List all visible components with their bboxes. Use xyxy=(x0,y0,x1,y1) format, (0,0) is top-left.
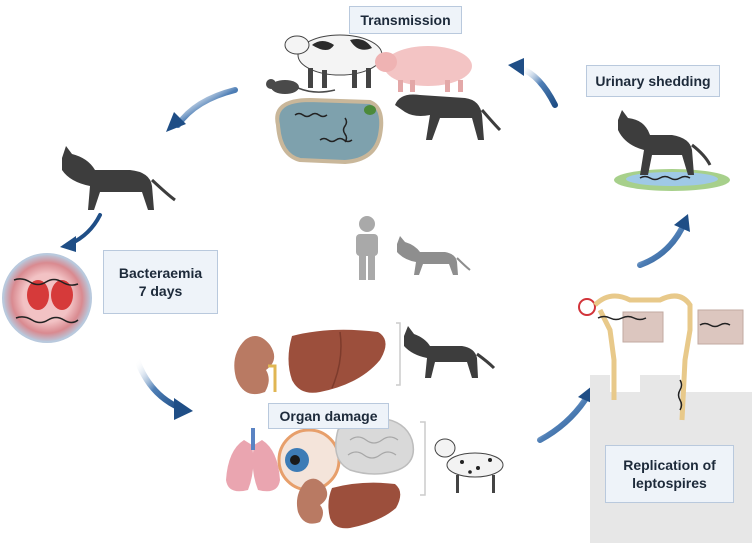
cat-icon-organ xyxy=(404,326,496,378)
liver-icon-bottom xyxy=(328,482,401,529)
arrow-organ-to-replication xyxy=(537,386,594,443)
bacteraemia-label-line2: 7 days xyxy=(138,283,183,299)
dog-icon xyxy=(434,438,504,493)
replication-label-line2: leptospires xyxy=(632,475,707,491)
cat-icon-center xyxy=(397,236,471,275)
transmission-label-text: Transmission xyxy=(360,12,451,28)
kidney-icon xyxy=(234,336,277,395)
bacteraemia-label-line1: Bacteraemia xyxy=(118,265,203,281)
puddle-icon xyxy=(614,169,730,191)
cat-icon-transmission xyxy=(395,94,502,140)
urinary-shedding-label-text: Urinary shedding xyxy=(595,73,711,89)
arrow-bacteraemia-to-organ xyxy=(134,357,193,420)
lungs-icon xyxy=(226,428,280,492)
pig-icon xyxy=(375,46,472,92)
replication-label-line1: Replication of xyxy=(623,457,716,473)
bracket-top xyxy=(396,322,401,386)
nephron-icon xyxy=(578,293,744,421)
kidney-icon-bottom xyxy=(296,478,328,524)
cat-icon-shedding xyxy=(618,110,712,175)
liver-icon xyxy=(288,329,386,393)
replication-label: Replication of leptospires xyxy=(605,445,734,503)
bracket-bottom xyxy=(420,421,426,496)
urinary-shedding-label: Urinary shedding xyxy=(586,65,720,97)
rat-icon xyxy=(266,79,336,94)
arrow-shedding-to-transmission xyxy=(508,58,558,108)
cow-icon xyxy=(284,34,383,88)
human-icon xyxy=(356,216,378,280)
brain-icon xyxy=(335,416,415,475)
transmission-label: Transmission xyxy=(349,6,462,34)
eye-icon xyxy=(277,428,341,492)
bacteraemia-label: Bacteraemia 7 days xyxy=(103,250,218,314)
blood-vessel-icon xyxy=(2,253,92,343)
frog-icon xyxy=(364,105,376,115)
pond-icon xyxy=(275,97,384,165)
organ-damage-label-text: Organ damage xyxy=(279,408,378,424)
cat-icon-left xyxy=(62,146,176,210)
arrow-cat-to-bacteraemia xyxy=(60,213,102,252)
organ-damage-label: Organ damage xyxy=(268,403,389,429)
arrow-transmission-to-cat xyxy=(166,87,238,132)
arrow-replication-to-shedding xyxy=(637,214,690,268)
